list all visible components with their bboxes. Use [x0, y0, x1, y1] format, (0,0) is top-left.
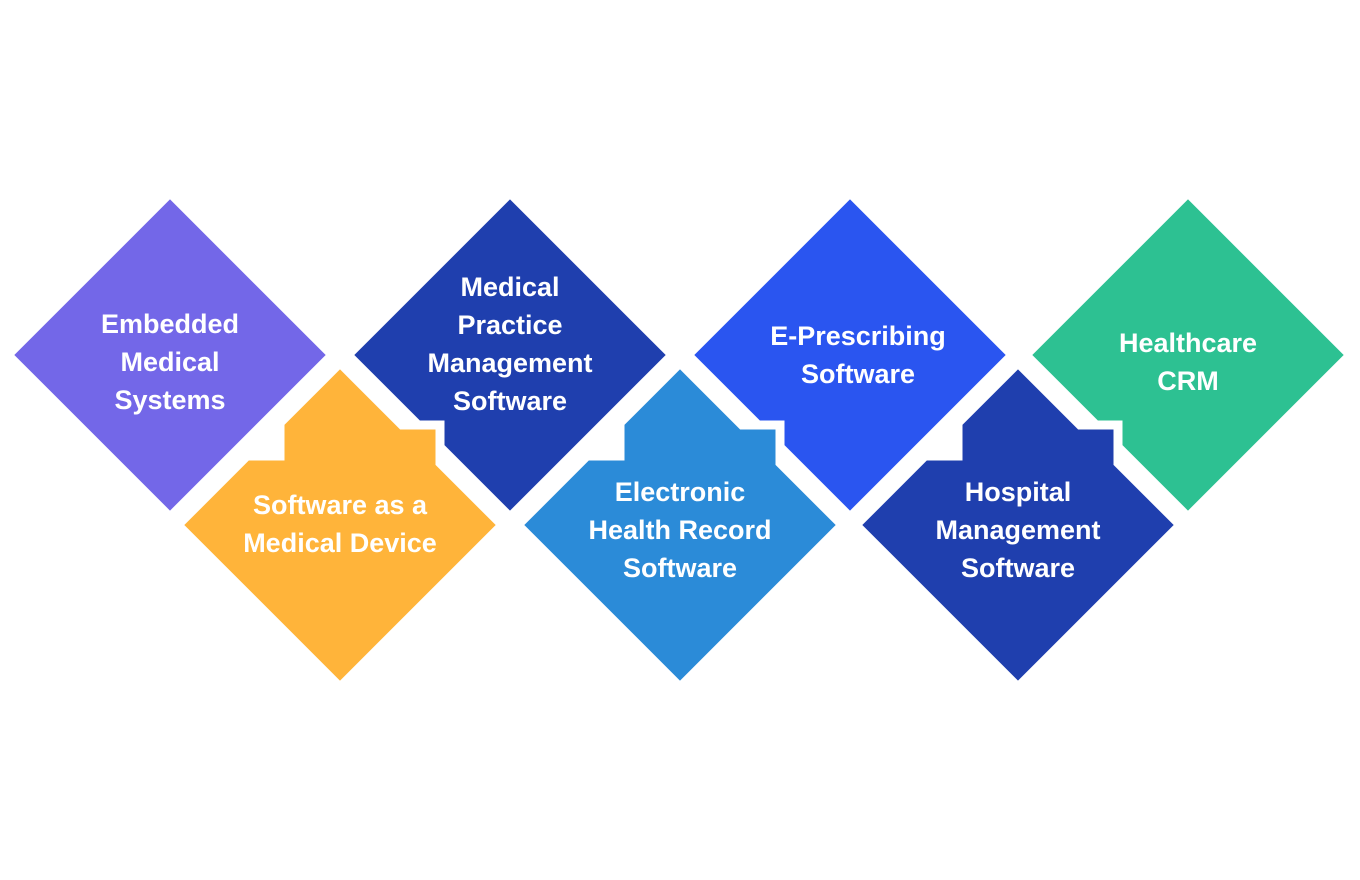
diamond-label: Software as a Medical Device	[243, 490, 437, 558]
diamond-label-line: Medical	[120, 347, 219, 377]
diamond-label-line: Software	[801, 359, 915, 389]
diamond-label-line: Software	[961, 553, 1075, 583]
diamond-label-line: Software	[453, 386, 567, 416]
diamond-label-line: Management	[427, 348, 592, 378]
diamond-label-line: Software as a	[253, 490, 428, 520]
diamond-label-line: Systems	[114, 385, 225, 415]
diamond-label-line: Healthcare	[1119, 328, 1257, 358]
diamond-label-line: Practice	[457, 310, 562, 340]
diamond-label-line: Health Record	[588, 515, 771, 545]
diamond-label-line: CRM	[1157, 366, 1219, 396]
diamond-software-as-a-medical-device	[171, 356, 509, 694]
diamond-label-line: Hospital	[965, 477, 1072, 507]
diamond-label-line: Medical Device	[243, 528, 437, 558]
diamond-label-line: Embedded	[101, 309, 239, 339]
diamond-hospital-management-software	[849, 356, 1187, 694]
diamond-label-line: Management	[935, 515, 1100, 545]
diamond-label-line: E-Prescribing	[770, 321, 946, 351]
diamond-label-line: Software	[623, 553, 737, 583]
diamond-label-line: Electronic	[615, 477, 746, 507]
diamond-embedded-medical-systems	[1, 186, 339, 524]
diamond-electronic-health-record-software	[511, 356, 849, 694]
diamond-label-line: Medical	[460, 272, 559, 302]
